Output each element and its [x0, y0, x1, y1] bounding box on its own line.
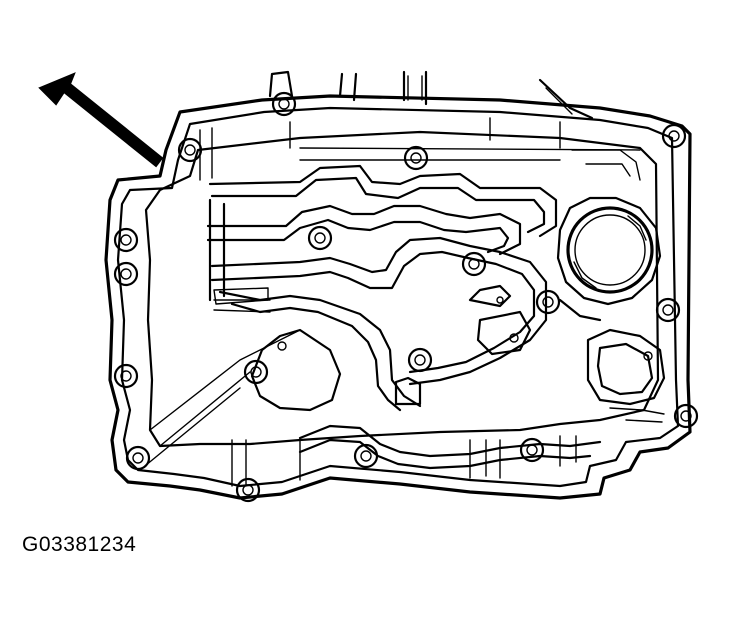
ports — [277, 296, 653, 361]
bolt-hole — [461, 251, 487, 277]
bolt-hole — [235, 477, 261, 503]
bolt-hole — [113, 227, 139, 253]
arrow-icon — [38, 72, 164, 168]
bolt-hole — [353, 443, 379, 469]
fluid-passages — [199, 117, 666, 487]
bolt-hole — [113, 363, 139, 389]
bolt-hole — [271, 91, 297, 117]
housing-outline — [104, 94, 692, 500]
top-fittings — [268, 70, 594, 120]
bolt-hole — [243, 359, 269, 385]
bolt-hole — [673, 403, 699, 429]
bolt-hole — [661, 123, 687, 149]
bolt-hole — [407, 347, 433, 373]
bolt-hole — [177, 137, 203, 163]
bolt-hole — [403, 145, 429, 171]
valve-body-illustration — [38, 70, 699, 503]
inner-flange — [139, 130, 660, 471]
bolt-holes — [113, 91, 699, 503]
bolt-hole — [535, 289, 561, 315]
bolt-hole — [307, 225, 333, 251]
bolt-hole — [519, 437, 545, 463]
accumulator-bore — [556, 196, 662, 306]
bolt-hole — [655, 297, 681, 323]
figure-id-caption: G03381234 — [22, 533, 137, 556]
bolt-hole — [125, 445, 151, 471]
bolt-hole — [113, 261, 139, 287]
